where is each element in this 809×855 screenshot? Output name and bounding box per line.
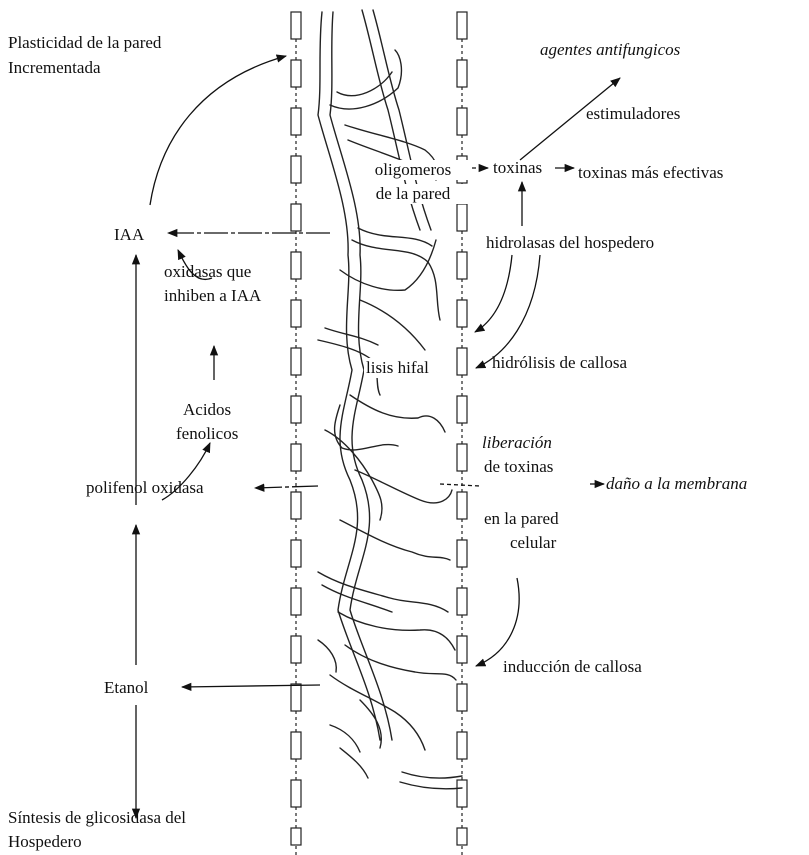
wall-segment: [457, 204, 467, 231]
wall-segment: [291, 444, 301, 471]
wall-segment: [457, 684, 467, 711]
wall-segment: [457, 300, 467, 327]
wall-segment: [457, 828, 467, 845]
label-plasticidad-line1: Plasticidad de la pared: [8, 33, 161, 53]
label-liberacion-line2: de toxinas: [484, 457, 553, 477]
wall-segment: [457, 732, 467, 759]
label-sintesis-line1: Síntesis de glicosidasa del: [8, 808, 186, 828]
wall-segment: [291, 492, 301, 519]
wall-segment: [457, 492, 467, 519]
wall-segment: [291, 204, 301, 231]
wall-segment: [457, 444, 467, 471]
wall-segment: [291, 540, 301, 567]
label-dano-membrana: daño a la membrana: [606, 474, 747, 494]
wall-segment: [291, 348, 301, 375]
label-agentes-antifungicos: agentes antifungicos: [540, 40, 680, 60]
wall-segment: [291, 828, 301, 845]
label-liberacion-line1: liberación: [482, 433, 552, 453]
label-oxidasas-line1: oxidasas que: [164, 262, 251, 282]
wall-segment: [291, 396, 301, 423]
fungal-hyphae: [318, 10, 462, 789]
label-etanol: Etanol: [104, 678, 148, 698]
wall-segment: [291, 732, 301, 759]
label-oxidasas-line2: inhiben a IAA: [164, 286, 261, 306]
wall-segment: [457, 12, 467, 39]
label-oligomeros-line2: de la pared: [358, 184, 468, 204]
wall-segment: [457, 636, 467, 663]
right-cell-wall: [457, 12, 467, 855]
wall-segment: [457, 780, 467, 807]
wall-segment: [457, 588, 467, 615]
label-acidos-line1: Acidos: [183, 400, 231, 420]
label-polifenol: polifenol oxidasa: [86, 478, 204, 498]
wall-segment: [291, 684, 301, 711]
wall-segment: [291, 780, 301, 807]
wall-segment: [291, 588, 301, 615]
label-iaa: IAA: [114, 225, 144, 245]
wall-segment: [457, 60, 467, 87]
wall-segment: [291, 108, 301, 135]
wall-segment: [457, 108, 467, 135]
wall-segment: [291, 60, 301, 87]
left-cell-wall: [291, 12, 301, 855]
wall-segment: [457, 252, 467, 279]
label-plasticidad-line2: Incrementada: [8, 58, 101, 78]
label-toxinas: toxinas: [493, 158, 542, 178]
label-en-pared-line2: celular: [510, 533, 556, 553]
label-sintesis-line2: Hospedero: [8, 832, 82, 852]
label-estimuladores: estimuladores: [586, 104, 680, 124]
label-hidrolasas: hidrolasas del hospedero: [486, 233, 654, 253]
label-acidos-line2: fenolicos: [176, 424, 238, 444]
label-toxinas-efectivas: toxinas más efectivas: [578, 163, 723, 183]
label-oligomeros-line1: oligomeros: [358, 160, 468, 180]
wall-segment: [291, 12, 301, 39]
label-lisis-hifal: lisis hifal: [364, 358, 431, 378]
label-hidrolisis: hidrólisis de callosa: [492, 353, 627, 373]
label-en-pared-line1: en la pared: [484, 509, 559, 529]
wall-segment: [291, 300, 301, 327]
wall-segment: [457, 396, 467, 423]
wall-segment: [291, 156, 301, 183]
wall-segment: [457, 348, 467, 375]
wall-segment: [457, 540, 467, 567]
wall-segment: [291, 636, 301, 663]
label-induccion: inducción de callosa: [503, 657, 642, 677]
wall-segment: [291, 252, 301, 279]
